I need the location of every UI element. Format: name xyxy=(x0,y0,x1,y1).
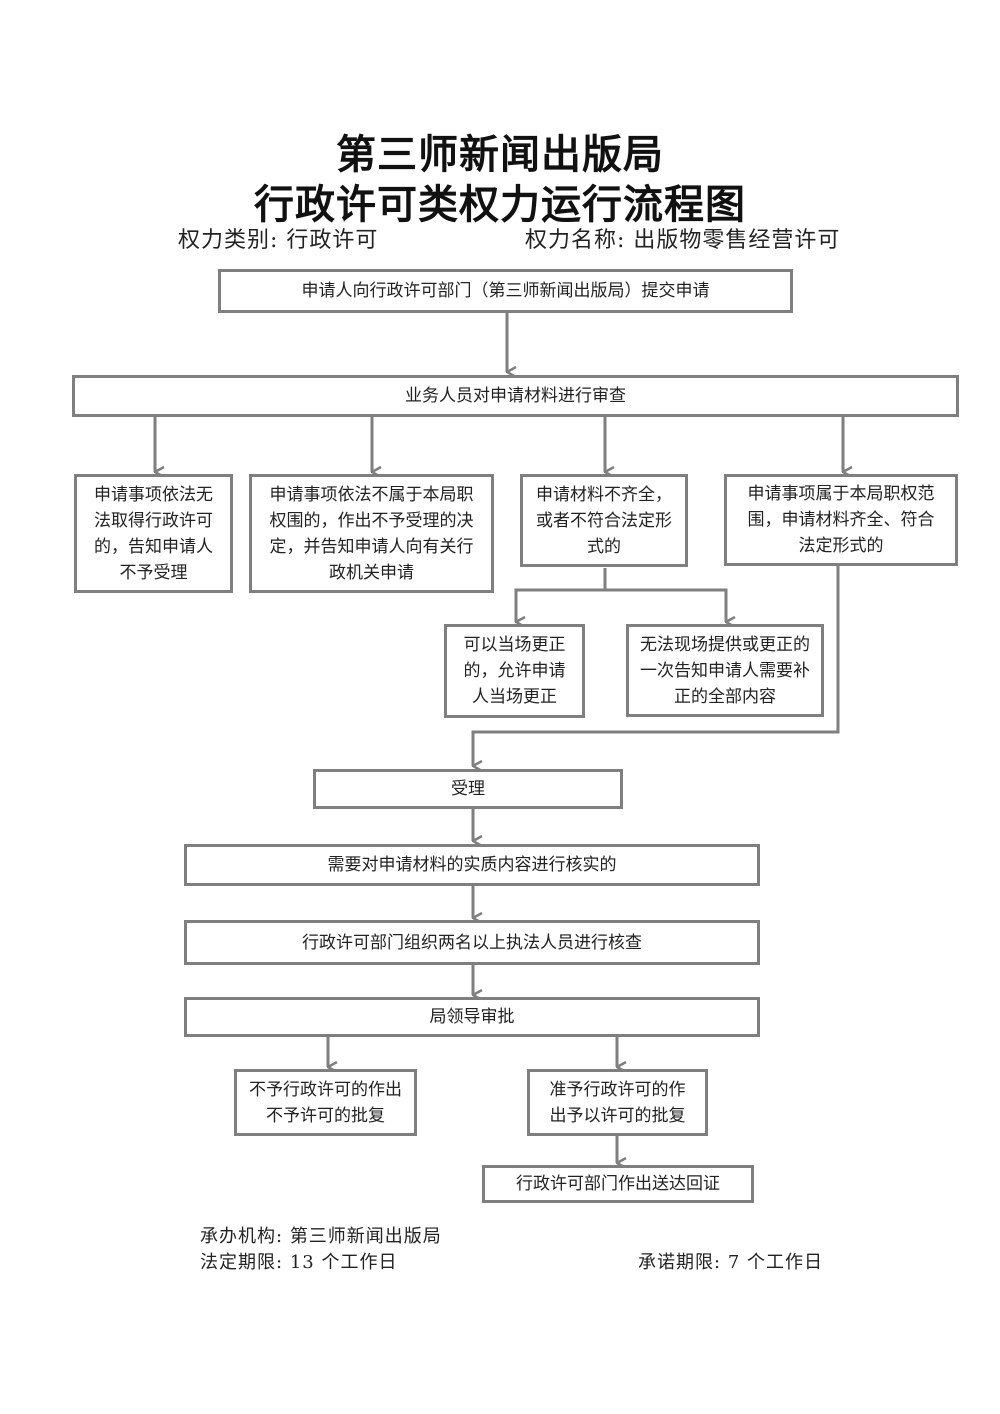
arrow-incomplete-split-right xyxy=(605,588,726,622)
box-inspection: 行政许可部门组织两名以上执法人员进行核查 xyxy=(184,920,760,965)
box-submit-application: 申请人向行政许可部门（第三师新闻出版局）提交申请 xyxy=(218,269,793,313)
box-leader-approval: 局领导审批 xyxy=(184,997,760,1037)
power-name-label: 权力名称: xyxy=(525,228,626,253)
box-not-jurisdiction: 申请事项依法不属于本局职权围的，作出不予受理的决定，并告知申请人向有关行政机关申… xyxy=(249,474,494,593)
box-verify-needed: 需要对申请材料的实质内容进行核实的 xyxy=(184,844,760,886)
box-delivery-receipt: 行政许可部门作出送达回证 xyxy=(482,1165,754,1203)
footer-promise-label: 承诺期限: xyxy=(638,1252,722,1273)
box-no-permit: 申请事项依法无法取得行政许可的，告知申请人不予受理 xyxy=(74,474,233,593)
power-name: 权力名称: 出版物零售经营许可 xyxy=(525,222,840,254)
arrow-complete-to-accept xyxy=(471,566,840,766)
footer-legal-label: 法定期限: xyxy=(200,1252,284,1273)
box-review-materials: 业务人员对申请材料进行审查 xyxy=(72,375,959,417)
box-correct-on-site: 可以当场更正的，允许申请人当场更正 xyxy=(444,624,585,718)
footer-promise-value: 7 个工作日 xyxy=(727,1252,823,1273)
footer-promise-period: 承诺期限: 7 个工作日 xyxy=(638,1248,823,1274)
box-grant-permit: 准予行政许可的作出予以许可的批复 xyxy=(527,1069,708,1136)
footer-legal-period: 法定期限: 13 个工作日 xyxy=(200,1248,397,1274)
box-incomplete-materials: 申请材料不齐全，或者不符合法定形式的 xyxy=(520,474,688,567)
box-accept: 受理 xyxy=(313,769,623,809)
power-category-value: 行政许可 xyxy=(286,228,379,253)
footer-organization-value: 第三师新闻出版局 xyxy=(289,1226,442,1247)
arrow-incomplete-split xyxy=(514,568,607,622)
power-category-label: 权力类别: xyxy=(178,228,279,253)
box-complete-materials: 申请事项属于本局职权范围，申请材料齐全、符合法定形式的 xyxy=(724,474,958,566)
box-notify-corrections: 无法现场提供或更正的一次告知申请人需要补正的全部内容 xyxy=(626,624,824,717)
title-line-2: 行政许可类权力运行流程图 xyxy=(254,181,746,228)
power-name-value: 出版物零售经营许可 xyxy=(633,228,841,253)
footer-legal-value: 13 个工作日 xyxy=(289,1252,398,1273)
box-deny-permit: 不予行政许可的作出不予许可的批复 xyxy=(234,1069,417,1136)
footer-organization: 承办机构: 第三师新闻出版局 xyxy=(200,1222,442,1248)
title-line-1: 第三师新闻出版局 xyxy=(336,131,664,178)
power-category: 权力类别: 行政许可 xyxy=(178,222,378,254)
footer-organization-label: 承办机构: xyxy=(200,1226,284,1247)
